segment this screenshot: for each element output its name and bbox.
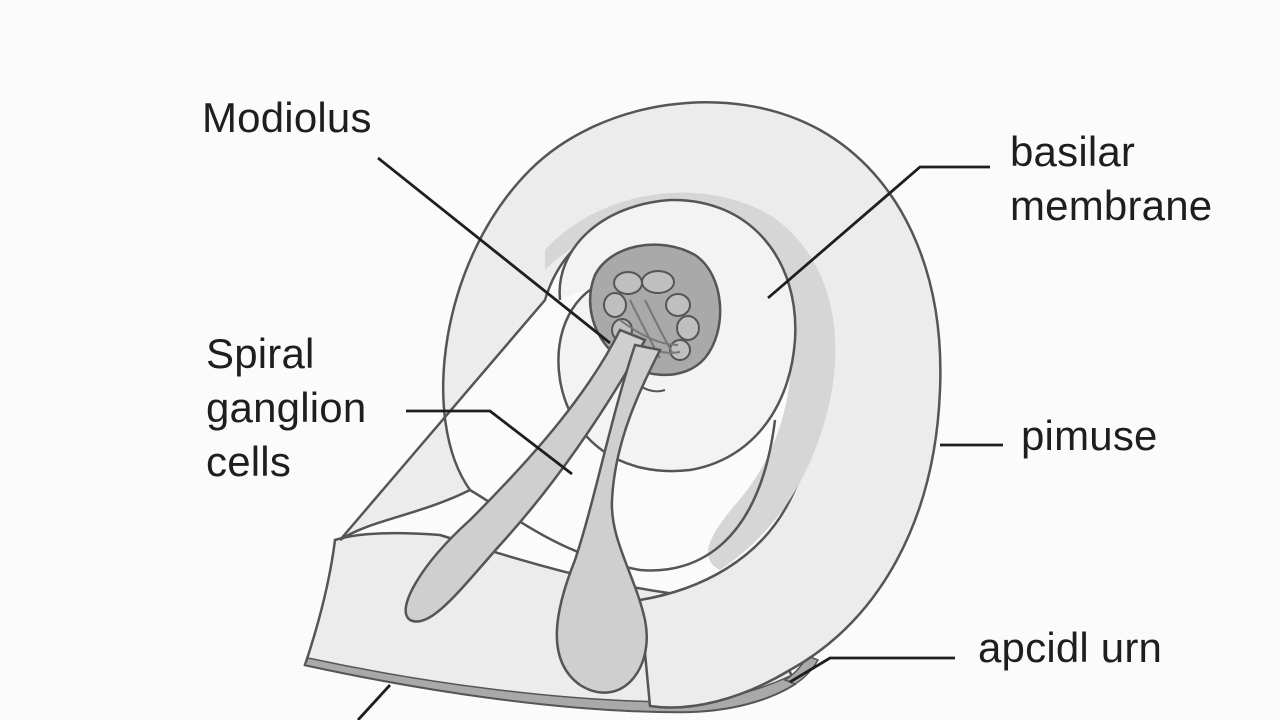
label-basilar-line-1: basilar	[1010, 128, 1136, 175]
leader-lines	[356, 156, 1003, 720]
label-apcidl-urn-text: apcidl urn	[978, 624, 1163, 671]
modiolus-cell	[665, 293, 691, 317]
modiolus-cell	[676, 315, 700, 341]
leader-line-apcidl-urn	[789, 656, 955, 684]
label-basilar-membrane: basilar membrane	[1010, 125, 1212, 233]
label-modiolus: Modiolus	[202, 91, 372, 145]
label-pimuse-text: pimuse	[1021, 412, 1158, 459]
leader-line-spiral-ganglion	[406, 409, 573, 476]
label-pimuse: pimuse	[1021, 409, 1158, 463]
leader-line-basilar	[767, 165, 990, 300]
label-spiral-line-1: Spiral	[206, 330, 315, 377]
modiolus-cell	[641, 270, 675, 294]
modiolus-cell	[669, 339, 691, 361]
ganglion-lobe-right	[555, 343, 662, 694]
label-spiral-ganglion-cells: Spiral ganglion cells	[206, 327, 366, 489]
label-modiolus-text: Modiolus	[202, 94, 372, 141]
ganglion-lobe-left	[404, 328, 647, 623]
leader-line-lower-left	[356, 684, 392, 720]
label-spiral-line-3: cells	[206, 438, 292, 485]
label-basilar-line-2: membrane	[1010, 182, 1213, 229]
label-spiral-line-2: ganglion	[206, 384, 367, 431]
label-apcidl-urn: apcidl urn	[978, 621, 1162, 675]
leader-line-modiolus	[377, 156, 611, 345]
modiolus-cell	[613, 271, 643, 295]
modiolus-cell	[603, 292, 627, 318]
